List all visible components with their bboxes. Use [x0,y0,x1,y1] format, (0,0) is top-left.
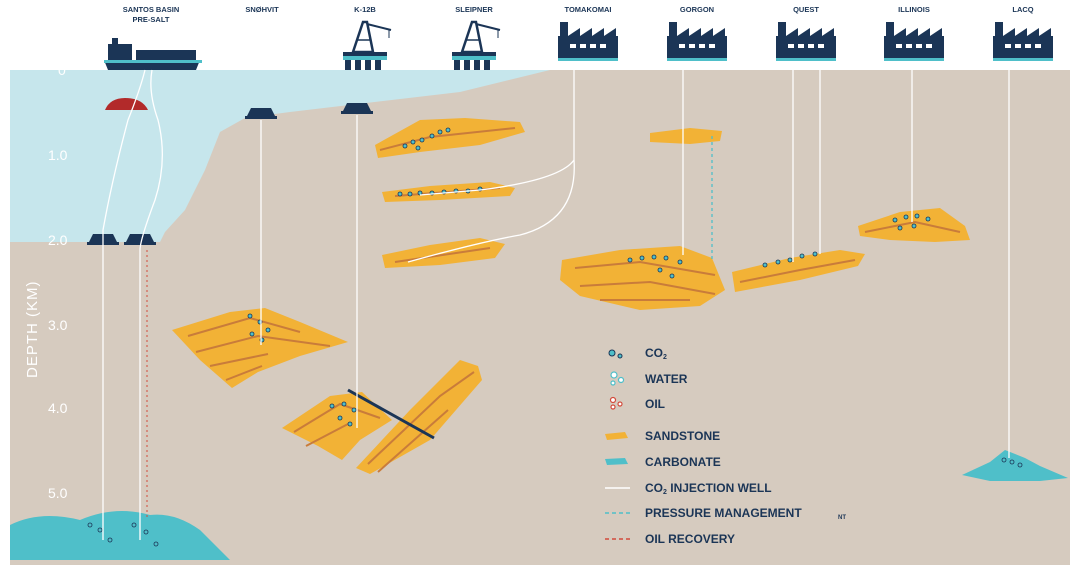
factory-icon [884,22,944,61]
carbonate-reservoir [10,511,230,560]
site-label: GORGON [680,5,714,14]
site-label: SANTOS BASIN [123,5,180,14]
site-label: SLEIPNER [455,5,493,14]
depth-tick: 4.0 [48,400,68,416]
legend: CO2 WATER OIL SANDSTONE CARBONATE CO2 IN… [605,346,846,546]
axis-title: DEPTH (KM) [24,281,41,379]
site-label: TOMAKOMAI [565,5,612,14]
sandstone-reservoir [650,128,722,144]
factory-icon [667,22,727,61]
sea-region [10,70,550,242]
site-label: ILLINOIS [898,5,930,14]
depth-tick: 2.0 [48,232,68,248]
sandstone-reservoir [560,246,725,310]
sandstone-reservoir [732,250,865,292]
ship-icon [104,38,202,70]
oil-storage-dome [105,98,148,110]
factory-icon [776,22,836,61]
sandstone-reservoir [282,392,392,460]
oil-icon [609,396,623,410]
legend-trailing-text: NT [838,515,846,521]
site-label: PRE-SALT [133,15,170,24]
sandstone-swatch [605,432,628,440]
fault-line [347,388,435,440]
sandstone-reservoir [356,360,482,474]
water-icon [610,371,625,386]
legend-water: WATER [645,372,688,386]
site-label: LACQ [1012,5,1033,14]
legend-pressure-management: PRESSURE MANAGEMENT [645,506,802,520]
factory-icon [993,22,1053,61]
site-labels: SANTOS BASIN PRE-SALT SNØHVIT K-12B SLEI… [123,5,1034,24]
carbonate-swatch [605,458,628,465]
co2-icon [608,349,623,359]
legend-co2: CO2 [645,346,667,361]
depth-tick: 0 [58,62,66,78]
legend-oil: OIL [645,397,665,411]
factory-icon [558,22,618,61]
depth-tick: 1.0 [48,147,68,163]
depth-axis: 0 1.0 2.0 3.0 4.0 5.0 DEPTH (KM) [24,62,68,501]
oil-rig-icon [450,20,502,72]
depth-tick: 3.0 [48,317,68,333]
site-label: K-12B [354,5,376,14]
depth-tick: 5.0 [48,485,68,501]
legend-carbonate: CARBONATE [645,455,721,469]
legend-sandstone: SANDSTONE [645,429,720,443]
co2-injection-wells [102,64,1010,540]
carbonate-reservoir [962,450,1068,481]
site-label: SNØHVIT [245,5,279,14]
oil-rig-icon [341,20,393,72]
site-label: QUEST [793,5,819,14]
legend-oil-recovery: OIL RECOVERY [645,532,735,546]
legend-injection-well: CO2 INJECTION WELL [645,481,772,496]
